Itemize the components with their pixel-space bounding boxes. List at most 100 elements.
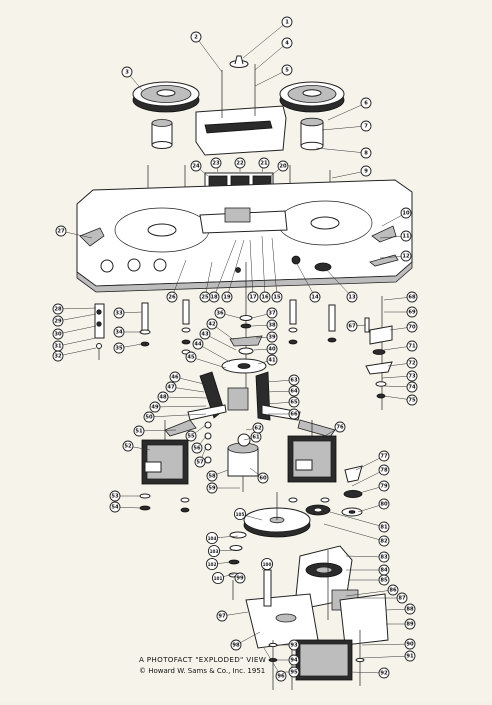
leader-line-16	[261, 235, 266, 298]
callout-87: 87	[396, 592, 408, 604]
callout-label: 86	[389, 587, 397, 593]
leader-line-5	[254, 69, 288, 87]
callout-label: 93	[290, 642, 298, 648]
callout-24: 24	[190, 160, 202, 172]
callout-label: 54	[111, 504, 119, 510]
right-capstan-drum	[300, 117, 324, 151]
callout-44: 44	[192, 338, 204, 350]
callout-label: 18	[210, 294, 218, 300]
callout-label: 84	[380, 567, 388, 573]
leader-line-86	[345, 589, 394, 597]
leader-line-15	[271, 237, 278, 298]
callout-100: 100	[260, 557, 274, 571]
callout-84: 84	[378, 564, 390, 576]
callout-43: 43	[199, 328, 211, 340]
callout-66: 66	[288, 408, 300, 420]
callout-97: 97	[216, 610, 228, 622]
callout-21: 21	[258, 157, 270, 169]
left-reel-hub	[132, 81, 200, 113]
top-assembly	[132, 55, 345, 250]
callout-label: 80	[380, 501, 388, 507]
callout-71: 71	[406, 340, 418, 352]
callout-label: 50	[145, 414, 153, 420]
callout-label: 21	[260, 160, 268, 166]
brake-linkage	[164, 371, 336, 464]
top-knob	[229, 55, 249, 68]
callout-48: 48	[157, 391, 169, 403]
leader-line-14	[295, 261, 316, 298]
callout-label: 74	[408, 384, 416, 390]
callout-77: 77	[378, 450, 390, 462]
callout-label: 17	[249, 294, 257, 300]
callout-label: 10	[402, 210, 410, 216]
callout-40: 40	[266, 343, 278, 355]
callout-99: 99	[234, 572, 246, 584]
callout-label: 67	[348, 323, 356, 329]
callout-label: 71	[408, 343, 416, 349]
callout-label: 4	[285, 40, 289, 46]
callout-4: 4	[281, 37, 293, 49]
callout-label: 104	[208, 536, 217, 541]
leader-line-9	[331, 170, 367, 179]
left-motor	[141, 420, 189, 485]
callout-label: 61	[252, 434, 260, 440]
leader-line-13	[322, 265, 353, 298]
leader-line-31	[57, 337, 97, 347]
leader-line-29	[57, 313, 97, 322]
callout-label: 78	[380, 467, 388, 473]
right-motor	[287, 420, 337, 483]
callout-53: 53	[109, 490, 121, 502]
callout-label: 5	[285, 67, 289, 73]
callout-5: 5	[281, 64, 293, 76]
callout-label: 65	[290, 399, 298, 405]
callout-label: 43	[201, 331, 209, 337]
callout-label: 57	[196, 459, 204, 465]
leader-line-49	[154, 405, 207, 408]
callout-73: 73	[406, 370, 418, 382]
callout-7: 7	[360, 120, 372, 132]
callout-67: 67	[346, 320, 358, 332]
callout-label: 53	[111, 493, 119, 499]
callout-label: 66	[290, 411, 298, 417]
callout-63: 63	[288, 374, 300, 386]
left-washers	[228, 531, 247, 600]
callout-96: 96	[275, 670, 287, 682]
callout-label: 3	[125, 69, 129, 75]
callout-91: 91	[404, 650, 416, 662]
callout-79: 79	[378, 480, 390, 492]
callout-85: 85	[378, 574, 390, 586]
callout-label: 69	[408, 309, 416, 315]
callout-45: 45	[185, 351, 197, 363]
callout-6: 6	[360, 97, 372, 109]
callout-label: 58	[208, 473, 216, 479]
callout-34: 34	[113, 326, 125, 338]
callout-label: 73	[408, 373, 416, 379]
leader-line-1	[242, 21, 288, 59]
callout-label: 25	[201, 294, 209, 300]
callout-8: 8	[360, 147, 372, 159]
callout-label: 105	[236, 512, 245, 517]
callout-37: 37	[266, 307, 278, 319]
leader-line-8	[315, 147, 367, 154]
callout-31: 31	[52, 340, 64, 352]
callout-23: 23	[210, 157, 222, 169]
callout-104: 104	[205, 531, 219, 545]
callout-label: 34	[115, 329, 123, 335]
callout-label: 24	[192, 163, 200, 169]
callout-label: 98	[232, 642, 240, 648]
leader-line-2	[195, 36, 223, 73]
callout-label: 39	[268, 334, 276, 340]
callout-label: 99	[236, 575, 244, 581]
callout-2: 2	[190, 31, 202, 43]
callout-75: 75	[406, 394, 418, 406]
callout-label: 102	[208, 562, 217, 567]
leader-line-17	[249, 239, 254, 298]
deck-plate	[76, 179, 413, 293]
callout-label: 76	[336, 424, 344, 430]
callout-47: 47	[165, 381, 177, 393]
callout-label: 89	[406, 621, 414, 627]
callout-26: 26	[166, 291, 178, 303]
center-pulley-motor	[227, 433, 259, 492]
callout-label: 91	[406, 653, 414, 659]
callout-label: 23	[212, 160, 220, 166]
